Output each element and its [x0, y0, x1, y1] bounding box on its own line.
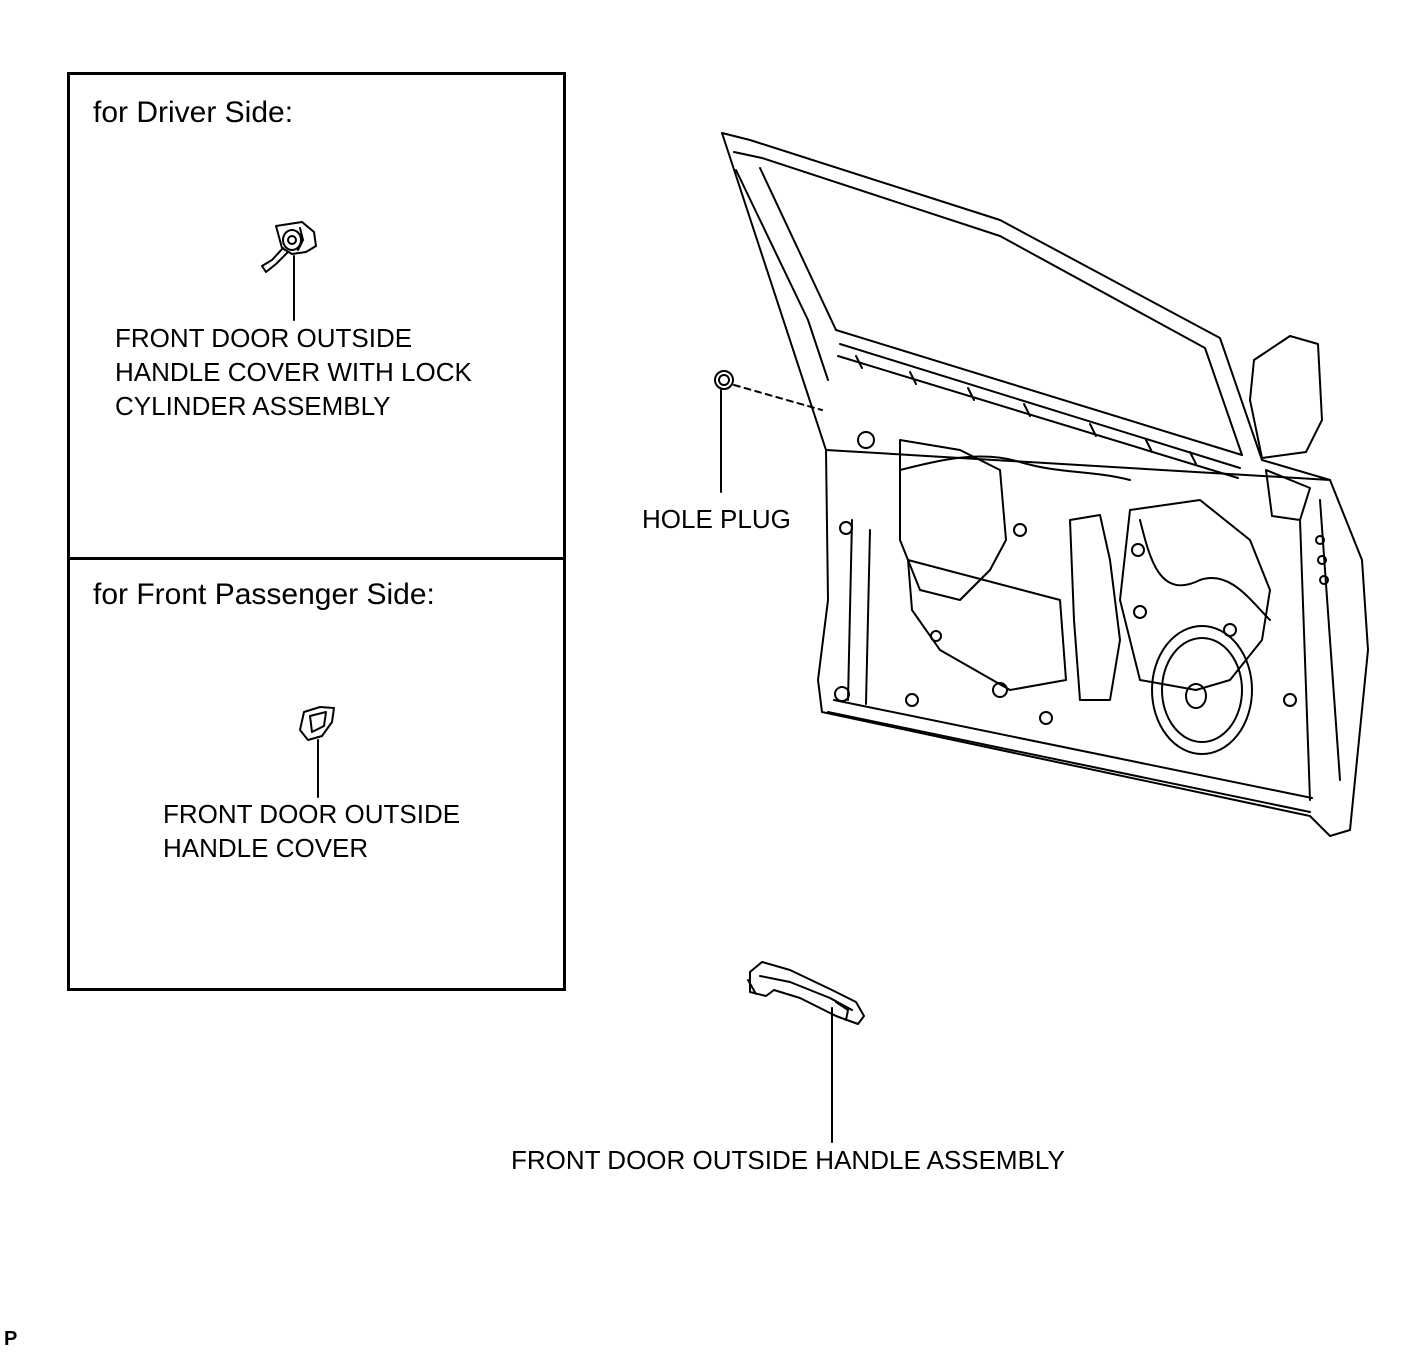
corner-code: P: [4, 1328, 18, 1350]
passenger-side-title: for Front Passenger Side:: [93, 578, 435, 611]
passenger-part-label: FRONT DOOR OUTSIDE HANDLE COVER: [163, 799, 461, 863]
driver-side-inset: [67, 72, 566, 560]
outside-handle-label: FRONT DOOR OUTSIDE HANDLE ASSEMBLY: [511, 1145, 1065, 1175]
hole-plug-dashed-line: [733, 384, 823, 411]
handle-cover-with-lock-cylinder-icon: [261, 221, 317, 273]
outside-handle-assembly-icon: [747, 961, 865, 1025]
hole-plug-icon: [714, 370, 734, 390]
front-door-panel-drawing: [721, 132, 1369, 837]
hole-plug-label: HOLE PLUG: [642, 504, 791, 534]
driver-part-label: FRONT DOOR OUTSIDE HANDLE COVER WITH LOC…: [115, 323, 472, 421]
passenger-side-inset: [67, 557, 566, 991]
handle-cover-icon: [299, 706, 335, 741]
driver-side-title: for Driver Side:: [93, 96, 294, 129]
